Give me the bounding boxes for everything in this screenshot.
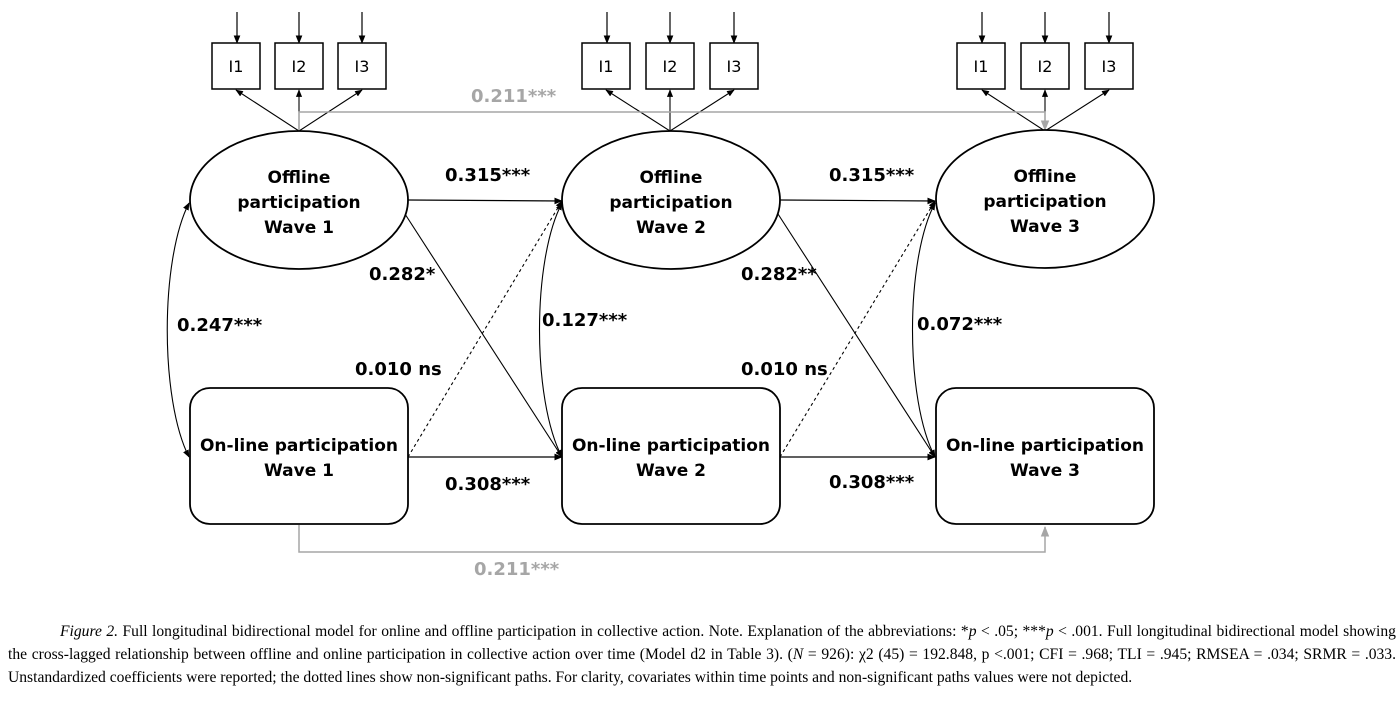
indicator-label: I2 [292, 57, 307, 76]
online-lag2-coef: 0.211*** [474, 559, 560, 580]
indicators-wave-2: I1 I2 I3 [581, 12, 759, 132]
offline1-online2-path [404, 213, 563, 458]
node-label: Wave 2 [636, 218, 706, 238]
indicator-box [709, 42, 759, 90]
offline2-online3-coef: 0.282** [741, 264, 817, 285]
node-label: On-line participation [946, 436, 1144, 456]
indicator-box [581, 42, 631, 90]
indicators-wave-1: I1 I2 I3 [211, 12, 387, 132]
observed-box [189, 387, 409, 525]
online1-offline2-path [407, 200, 563, 458]
latent-ellipse [561, 130, 781, 270]
offline-lag2-coef: 0.211*** [471, 86, 557, 107]
indicator-label: I3 [1102, 57, 1117, 76]
sem-path-diagram: I1 I2 I3 I1 I2 I3 I1 I2 I3 [166, 12, 1155, 580]
indicator-label: I1 [974, 57, 989, 76]
indicators-wave-3: I1 I2 I3 [956, 12, 1134, 132]
latent-ellipse [935, 129, 1155, 269]
corr-w3-coef: 0.072*** [917, 314, 1003, 335]
online2-offline3-coef: 0.010 ns [741, 359, 828, 380]
offline-wave-2-node: Offline participation Wave 2 [561, 130, 781, 270]
figure-caption: Figure 2. Full longitudinal bidirectiona… [8, 620, 1396, 689]
indicator-box [956, 42, 1006, 90]
indicator-box [211, 42, 261, 90]
caption-text: = 926): χ2 (45) = 192.848, p <.001; CFI … [8, 646, 1397, 686]
caption-italic: N [792, 646, 804, 663]
node-label: Wave 3 [1010, 217, 1080, 237]
indicator-box [645, 42, 695, 90]
offline2-online3-path [777, 213, 936, 458]
node-label: participation [237, 193, 360, 213]
offline-wave-3-node: Offline participation Wave 3 [935, 129, 1155, 269]
node-label: Wave 1 [264, 218, 334, 238]
online-w1-w2-coef: 0.308*** [445, 474, 531, 495]
loading-arrow [669, 89, 735, 132]
node-label: Wave 1 [264, 461, 334, 481]
observed-box [561, 387, 781, 525]
offline-lag2-path [298, 111, 1050, 132]
node-label: Offline [268, 168, 331, 188]
node-label: Wave 2 [636, 461, 706, 481]
offline-w2-w3-coef: 0.315*** [829, 165, 915, 186]
corr-w2-coef: 0.127*** [542, 310, 628, 331]
node-label: Offline [640, 168, 703, 188]
indicator-label: I2 [663, 57, 678, 76]
online-w2-w3-coef: 0.308*** [829, 472, 915, 493]
caption-text: < .001. Full longitudinal bidirectional … [8, 623, 1396, 663]
node-label: On-line participation [572, 436, 770, 456]
corr-w3-curve [912, 202, 936, 458]
offline1-online2-coef: 0.282* [369, 264, 436, 285]
node-label: On-line participation [200, 436, 398, 456]
online1-offline2-coef: 0.010 ns [355, 359, 442, 380]
caption-italic: p [968, 623, 977, 640]
indicator-box [274, 42, 324, 90]
node-label: Wave 3 [1010, 461, 1080, 481]
offline-w1-w2-coef: 0.315*** [445, 165, 531, 186]
offline-w1-w2-path [407, 197, 563, 205]
indicator-box [1020, 42, 1070, 90]
loading-arrow [981, 89, 1046, 132]
offline-wave-1-node: Offline participation Wave 1 [189, 130, 409, 270]
loading-arrow [605, 89, 671, 132]
caption-text: Full longitudinal bidirectional model fo… [118, 623, 969, 640]
online-wave-2-node: On-line participation Wave 2 [561, 387, 781, 525]
indicator-label: I1 [229, 57, 244, 76]
loading-arrow [235, 89, 300, 132]
indicator-label: I3 [355, 57, 370, 76]
corr-w1-curve [166, 202, 190, 458]
corr-w1-coef: 0.247*** [177, 315, 263, 336]
indicator-box [1084, 42, 1134, 90]
caption-italic: p [1045, 623, 1054, 640]
indicator-label: I1 [599, 57, 614, 76]
figure-label: Figure 2. [60, 623, 119, 640]
loading-arrow [298, 89, 363, 132]
indicator-box [337, 42, 387, 90]
node-label: Offline [1014, 167, 1077, 187]
offline-w2-w3-path [779, 197, 936, 205]
node-label: participation [983, 192, 1106, 212]
online-lag2-path [298, 525, 1050, 553]
observed-box [935, 387, 1155, 525]
indicator-label: I2 [1038, 57, 1053, 76]
online-wave-3-node: On-line participation Wave 3 [935, 387, 1155, 525]
node-label: participation [609, 193, 732, 213]
corr-w2-curve [539, 202, 563, 458]
caption-text: < .05; *** [976, 623, 1046, 640]
online-wave-1-node: On-line participation Wave 1 [189, 387, 409, 525]
loading-arrow [1044, 89, 1110, 132]
online2-offline3-path [779, 200, 936, 458]
latent-ellipse [189, 130, 409, 270]
indicator-label: I3 [727, 57, 742, 76]
